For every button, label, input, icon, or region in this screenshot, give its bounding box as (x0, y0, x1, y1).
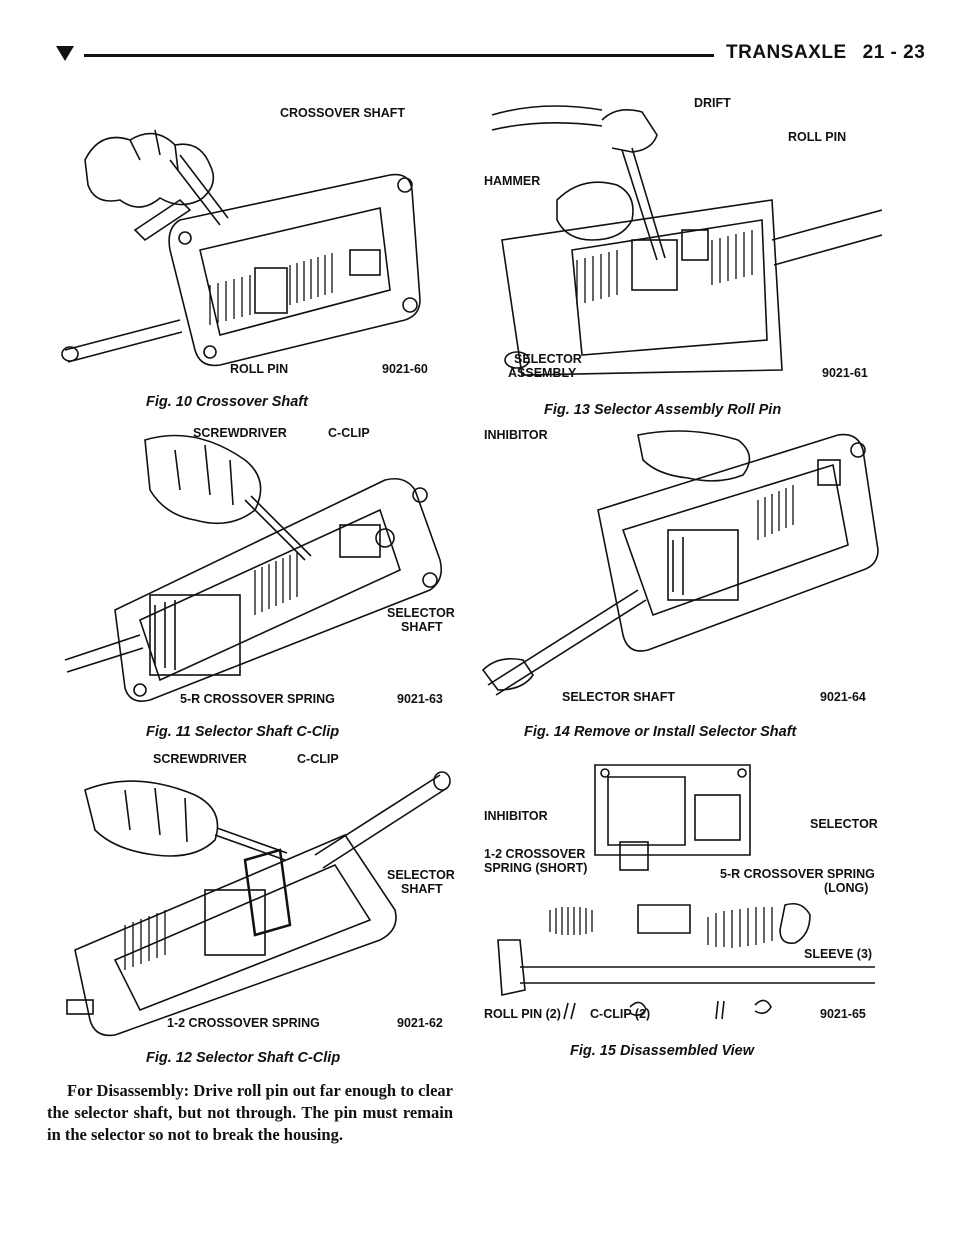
page-header: TRANSAXLE 21 - 23 (38, 40, 925, 70)
label-inhibitor: INHIBITOR (484, 428, 548, 442)
label-screwdriver: SCREWDRIVER (153, 752, 247, 766)
label-selector: SELECTOR (810, 817, 878, 831)
figure-code: 9021-60 (382, 362, 428, 376)
figure-code: 9021-65 (820, 1007, 866, 1021)
label-spring-short: SPRING (SHORT) (484, 861, 588, 875)
figure-13: DRIFT ROLL PIN HAMMER SELECTOR ASSEMBLY … (482, 90, 882, 385)
figure-14: INHIBITOR SELECTOR SHAFT 9021-64 (478, 420, 883, 710)
label-c-clip: C-CLIP (328, 426, 370, 440)
label-c-clip: C-CLIP (297, 752, 339, 766)
page-number: 21 - 23 (862, 42, 926, 63)
label-shaft: SHAFT (401, 620, 443, 634)
label-inhibitor: INHIBITOR (484, 809, 548, 823)
figure-11-caption: Fig. 11 Selector Shaft C-Clip (146, 724, 340, 740)
figure-13-caption: Fig. 13 Selector Assembly Roll Pin (544, 402, 782, 418)
figure-12-caption: Fig. 12 Selector Shaft C-Clip (146, 1050, 341, 1066)
label-screwdriver: SCREWDRIVER (193, 426, 287, 440)
figure-code: 9021-64 (820, 690, 866, 704)
label-c-clip: C-CLIP (2) (590, 1007, 651, 1021)
label-roll-pin: ROLL PIN (2) (484, 1007, 561, 1021)
figure-10-caption: Fig. 10 Crossover Shaft (146, 394, 308, 410)
label-selector: SELECTOR (514, 352, 582, 366)
label-sleeve: SLEEVE (3) (804, 947, 873, 961)
figure-15: INHIBITOR SELECTOR 1-2 CROSSOVER SPRING … (480, 755, 880, 1025)
section-title: TRANSAXLE (726, 42, 847, 63)
figure-code: 9021-63 (397, 692, 443, 706)
label-1-2-crossover-spring: 1-2 CROSSOVER SPRING (167, 1016, 320, 1030)
label-roll-pin: ROLL PIN (788, 130, 847, 144)
figure-11-illustration (64, 434, 443, 702)
header-rule (84, 54, 714, 57)
label-crossover-shaft: CROSSOVER SHAFT (280, 106, 406, 120)
figure-15-illustration (497, 764, 875, 1020)
label-5r-crossover-spring: 5-R CROSSOVER SPRING (180, 692, 335, 706)
label-selector-shaft: SELECTOR SHAFT (562, 690, 675, 704)
header-title: TRANSAXLE 21 - 23 (726, 42, 941, 64)
label-hammer: HAMMER (484, 174, 541, 188)
figure-14-illustration (481, 430, 879, 696)
label-selector: SELECTOR (387, 868, 455, 882)
figure-10-illustration (61, 129, 421, 367)
figure-11: SCREWDRIVER C-CLIP SELECTOR SHAFT 5-R CR… (55, 420, 460, 710)
figure-15-caption: Fig. 15 Disassembled View (570, 1043, 755, 1059)
figure-code: 9021-62 (397, 1016, 443, 1030)
label-shaft: SHAFT (401, 882, 443, 896)
figure-13-illustration (491, 105, 882, 376)
label-drift: DRIFT (694, 96, 731, 110)
triangle-marker-icon (56, 46, 74, 61)
label-selector: SELECTOR (387, 606, 455, 620)
figure-12-illustration (66, 771, 451, 1037)
figure-10: CROSSOVER SHAFT ROLL PIN 9021-60 (60, 100, 460, 380)
figure-code: 9021-61 (822, 366, 868, 380)
label-1-2-crossover: 1-2 CROSSOVER (484, 847, 586, 861)
disassembly-instructions: For Disassembly: Drive roll pin out far … (47, 1081, 453, 1144)
figure-14-caption: Fig. 14 Remove or Install Selector Shaft (524, 724, 797, 740)
label-assembly: ASSEMBLY (508, 366, 577, 380)
label-roll-pin: ROLL PIN (230, 362, 289, 376)
figure-12: SCREWDRIVER C-CLIP SELECTOR SHAFT 1-2 CR… (55, 750, 460, 1040)
label-long: (LONG) (824, 881, 869, 895)
label-5r-crossover-spring: 5-R CROSSOVER SPRING (720, 867, 875, 881)
